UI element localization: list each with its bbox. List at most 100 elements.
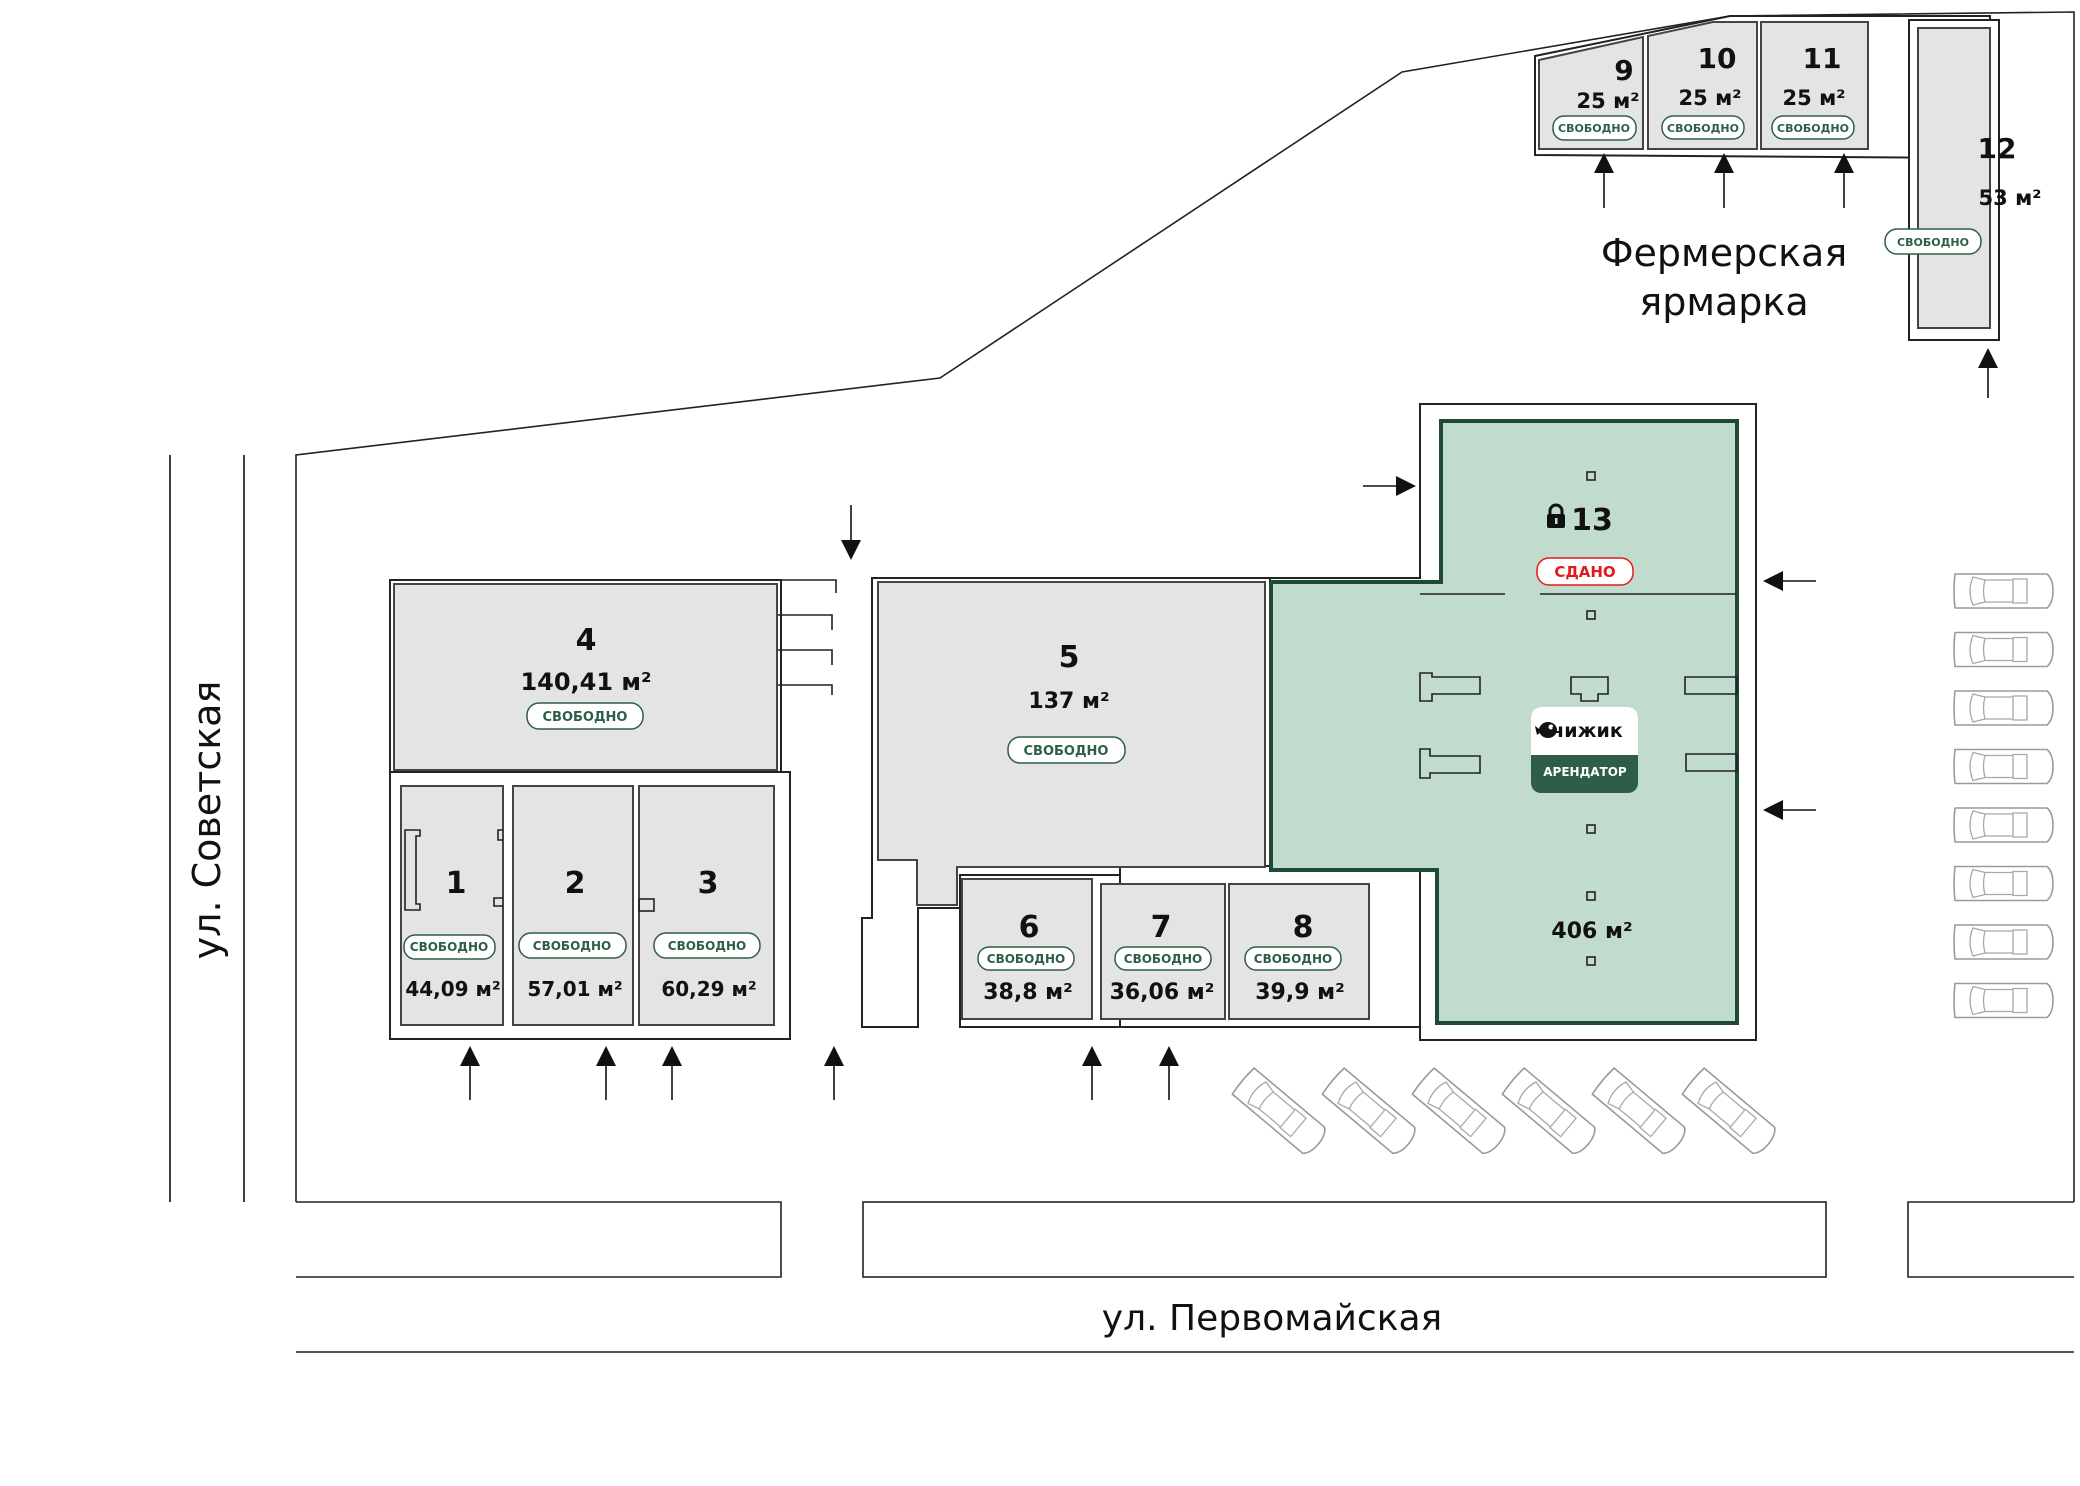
status-badge: СВОБОДНО: [526, 702, 644, 730]
unit-area: 25 м²: [1783, 86, 1846, 110]
tenant-name: чижик: [1551, 720, 1623, 742]
unit-area: 53 м²: [1979, 186, 2042, 210]
status-badge: СВОБОДНО: [653, 932, 761, 959]
unit-number: 1: [446, 866, 467, 901]
status-badge: СВОБОДНО: [403, 934, 496, 960]
car-icon: [1591, 1067, 1686, 1155]
unit-number: 2: [565, 866, 586, 901]
unit-number: 7: [1151, 910, 1172, 945]
arrow-icon: [596, 1046, 616, 1100]
car-icon: [1231, 1067, 1326, 1155]
car-icon: [1953, 924, 2054, 960]
unit-2[interactable]: 2 СВОБОДНО 57,01 м²: [512, 785, 634, 1026]
parking-cars: [1231, 573, 2054, 1155]
unit-area: 44,09 м²: [405, 977, 500, 1001]
unit-10[interactable]: 10 25 м² СВОБОДНО: [1647, 21, 1758, 150]
site-boundary: [295, 11, 2075, 1202]
street-label-sovetskaya: ул. Советская: [185, 681, 229, 960]
zone-label-farmers-market: Фермерская ярмарка: [1601, 231, 1847, 324]
unit-number: 8: [1293, 910, 1314, 945]
car-icon: [1953, 631, 2054, 668]
unit-area: 36,06 м²: [1110, 980, 1215, 1005]
street-label-pervomayskaya: ул. Первомайская: [1102, 1298, 1442, 1339]
arrow-icon: [1763, 571, 1816, 591]
car-icon: [1953, 748, 2054, 785]
svg-text:СВОБОДНО: СВОБОДНО: [1777, 122, 1849, 135]
svg-text:ярмарка: ярмарка: [1639, 280, 1808, 324]
unit-area: 39,9 м²: [1255, 980, 1345, 1005]
arrow-icon: [1363, 476, 1416, 496]
svg-text:СВОБОДНО: СВОБОДНО: [1024, 744, 1109, 759]
car-icon: [1953, 690, 2054, 726]
svg-text:СВОБОДНО: СВОБОДНО: [410, 940, 488, 954]
arrow-icon: [1159, 1046, 1179, 1100]
unit-4[interactable]: 4 140,41 м² СВОБОДНО: [393, 583, 778, 771]
unit-13[interactable]: 13 СДАНО чижик АРЕНДАТОР 406 м²: [1269, 419, 1739, 1025]
arrow-icon: [662, 1046, 682, 1100]
car-icon: [1681, 1067, 1776, 1155]
bottom-blocks: [296, 1201, 2074, 1278]
status-badge-rented: СДАНО: [1536, 557, 1634, 586]
unit-number: 9: [1614, 54, 1633, 87]
unit-5[interactable]: 5 137 м² СВОБОДНО: [877, 581, 1266, 906]
unit-area: 25 м²: [1679, 86, 1742, 110]
status-badge: СВОБОДНО: [518, 932, 627, 959]
unit-9[interactable]: 9 25 м² СВОБОДНО: [1538, 35, 1644, 150]
svg-text:СВОБОДНО: СВОБОДНО: [1897, 236, 1969, 249]
status-badge: СВОБОДНО: [1244, 946, 1342, 971]
svg-text:СВОБОДНО: СВОБОДНО: [1558, 122, 1630, 135]
columns: [1419, 471, 1738, 966]
status-badge: СВОБОДНО: [1552, 115, 1637, 141]
svg-text:СВОБОДНО: СВОБОДНО: [533, 939, 611, 953]
arrow-icon: [1594, 153, 1614, 208]
lock-icon: [1547, 503, 1565, 528]
unit-area: 60,29 м²: [661, 977, 756, 1001]
car-icon: [1953, 865, 2054, 902]
street-pervomayskaya: ул. Первомайская: [296, 1298, 2074, 1353]
unit-12[interactable]: 12 53 м² СВОБОДНО: [1884, 27, 2042, 329]
status-badge: СВОБОДНО: [1884, 228, 1982, 255]
status-badge: СВОБОДНО: [1114, 946, 1212, 971]
street-sovetskaya: ул. Советская: [169, 455, 245, 1202]
unit-8[interactable]: 8 СВОБОДНО 39,9 м²: [1228, 883, 1370, 1020]
svg-text:СВОБОДНО: СВОБОДНО: [543, 710, 628, 725]
unit-area: 57,01 м²: [527, 977, 622, 1001]
unit-3[interactable]: 3 СВОБОДНО 60,29 м²: [638, 785, 775, 1026]
car-icon: [1953, 982, 2054, 1019]
arrow-icon: [1763, 800, 1816, 820]
arrow-icon: [1714, 153, 1734, 208]
car-icon: [1411, 1067, 1506, 1155]
arrow-icon: [460, 1046, 480, 1100]
unit-number: 12: [1978, 132, 2017, 165]
unit-number: 4: [576, 623, 597, 658]
unit-area: 137 м²: [1028, 689, 1109, 714]
status-badge: СВОБОДНО: [1661, 115, 1745, 140]
svg-text:СВОБОДНО: СВОБОДНО: [987, 952, 1065, 966]
unit-number: 5: [1059, 640, 1080, 675]
tenant-card[interactable]: чижик АРЕНДАТОР: [1531, 707, 1638, 793]
unit-number: 11: [1803, 42, 1842, 75]
unit-11[interactable]: 11 25 м² СВОБОДНО: [1760, 21, 1869, 150]
unit-7[interactable]: 7 СВОБОДНО 36,06 м²: [1100, 883, 1226, 1020]
utility-cubicles: [777, 579, 837, 695]
arrow-icon: [1082, 1046, 1102, 1100]
arrow-icon: [1834, 153, 1854, 208]
unit-area: 140,41 м²: [520, 668, 651, 696]
unit-6[interactable]: 6 СВОБОДНО 38,8 м²: [961, 878, 1093, 1020]
unit-number: 6: [1019, 910, 1040, 945]
entrance-arrows: [460, 153, 1998, 1100]
car-icon: [1321, 1067, 1416, 1155]
arrow-icon: [1978, 348, 1998, 398]
svg-text:СВОБОДНО: СВОБОДНО: [668, 939, 746, 953]
svg-text:СВОБОДНО: СВОБОДНО: [1124, 952, 1202, 966]
unit-area: 406 м²: [1551, 919, 1632, 944]
unit-1[interactable]: 1 СВОБОДНО 44,09 м²: [400, 785, 504, 1026]
car-icon: [1501, 1067, 1596, 1155]
svg-text:СДАНО: СДАНО: [1554, 563, 1615, 581]
svg-text:Фермерская: Фермерская: [1601, 231, 1847, 275]
arrow-icon: [841, 505, 861, 560]
unit-area: 38,8 м²: [983, 980, 1073, 1005]
arrow-icon: [824, 1046, 844, 1100]
unit-number: 13: [1571, 503, 1613, 538]
car-icon: [1953, 573, 2054, 609]
